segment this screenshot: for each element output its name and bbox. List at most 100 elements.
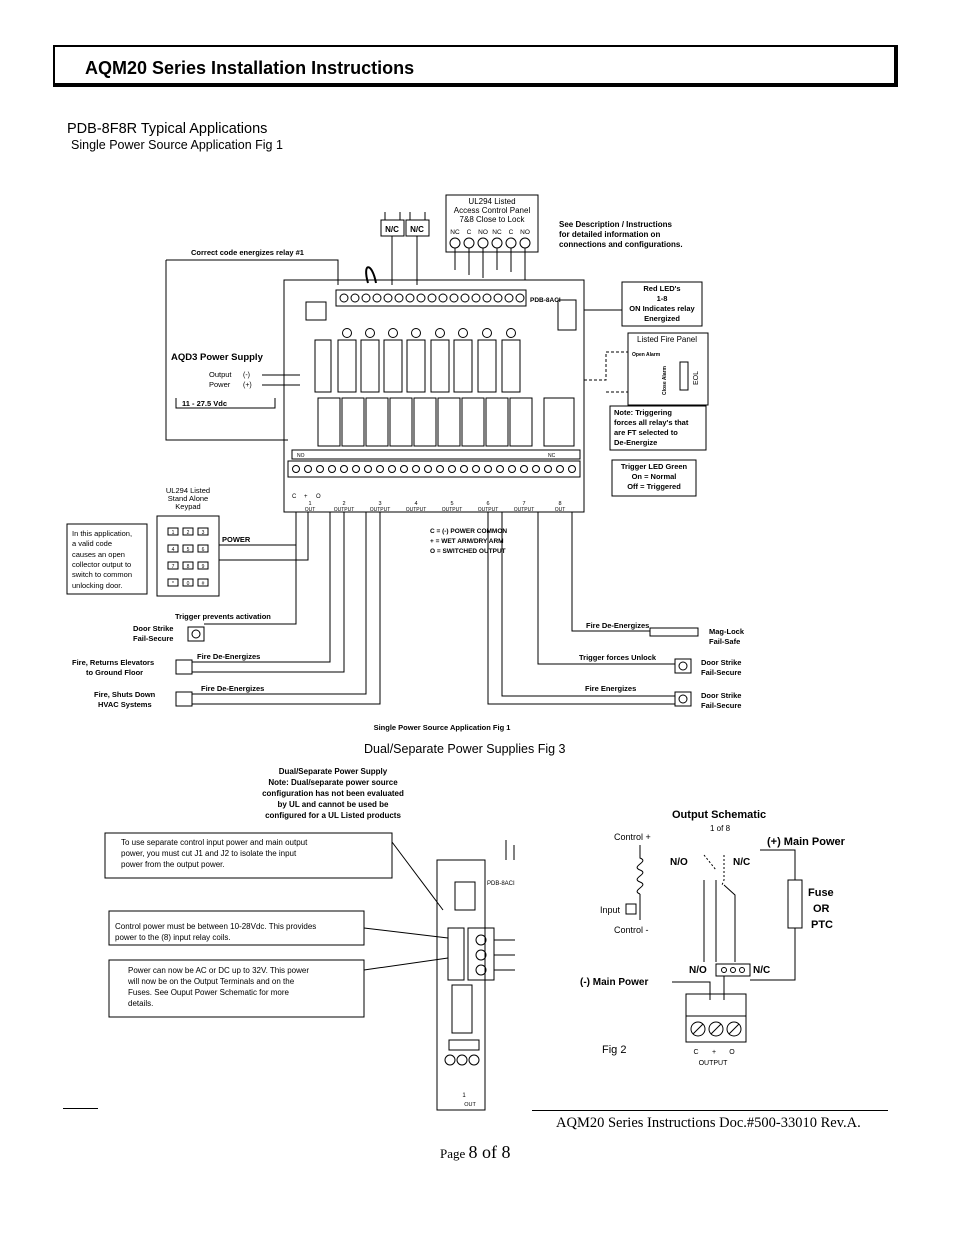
keypad-key-label: # (202, 581, 205, 587)
panel-terminal-label: NC (450, 229, 460, 236)
out-number: 1 (462, 1093, 466, 1099)
fig2-terminal-tag: O (729, 1049, 735, 1056)
trigger-led-line: Trigger LED Green (621, 462, 688, 471)
keypad-line: Keypad (175, 502, 200, 511)
terminal-tag: + (304, 494, 308, 500)
close-alarm-label: Close Alarm (662, 365, 668, 395)
note-box-1-line: power from the output power. (121, 860, 225, 869)
fuse-icon (787, 879, 803, 929)
note-box-3 (108, 959, 365, 1018)
footer-rule-left (63, 1108, 98, 1109)
keypad-key-label: 1 (172, 530, 175, 536)
keypad-key-label: 3 (202, 530, 205, 536)
app-note-line: unlocking door. (72, 581, 122, 590)
note-box-2-line: Control power must be between 10-28Vdc. … (115, 922, 316, 931)
keypad-line: UL294 Listed (166, 486, 210, 495)
see-desc-line: for detailed information on (559, 230, 660, 239)
door-strike-icon (674, 658, 692, 674)
legend-line: C = (-) POWER COMMON (430, 528, 507, 535)
trigger-forces-unlock-label: Trigger forces Unlock (579, 653, 657, 662)
output-number: 7 (522, 501, 525, 507)
dual-note-line: by UL and cannot be used be (278, 800, 390, 809)
keypad-key-label: 0 (187, 581, 190, 587)
note-box-1-line: power, you must cut J1 and J2 to isolate… (121, 849, 297, 858)
fuse-row (314, 339, 521, 393)
fuse-label: Fuse (808, 887, 834, 899)
note-box-3-line: Fuses. See Ouput Power Schematic for mor… (128, 988, 290, 997)
fig1-caption: Single Power Source Application Fig 1 (374, 723, 511, 732)
app-note-line: switch to common (72, 570, 132, 579)
fuse-label: OR (813, 903, 830, 915)
see-desc-line: connections and configurations. (559, 240, 683, 249)
red-leds-line: Red LED's (643, 284, 680, 293)
page-title: AQM20 Series Installation Instructions (85, 58, 415, 78)
door-strike-label: Door Strike (133, 624, 173, 633)
fig3-title: Dual/Separate Power Supplies Fig 3 (364, 742, 566, 756)
output-number-labels: 1 2 3 4 5 6 7 8 OUT OUTPUT OUTPUT OUTPUT… (305, 501, 566, 513)
dual-note-line: configured for a UL Listed products (265, 811, 401, 820)
note-box-3-line: Power can now be AC or DC up to 32V. Thi… (128, 966, 309, 975)
control-minus-label: Control - (614, 925, 649, 935)
door-strike-label: Fail-Secure (701, 701, 741, 710)
red-leds-line: Energized (644, 314, 680, 323)
panel-line2: Access Control Panel (454, 206, 531, 215)
fire-de-energizes-label: Fire De-Energizes (201, 684, 264, 693)
panel-line1: UL294 Listed (468, 197, 515, 206)
maglock-label: Fail-Safe (709, 637, 740, 646)
maglock-label: Mag-Lock (709, 627, 745, 636)
panel-line3: 7&8 Close to Lock (460, 215, 526, 224)
app-note-box (66, 523, 148, 595)
note-trigger-line: De-Energize (614, 438, 657, 447)
output-number: 3 (378, 501, 381, 507)
note-trigger-box (609, 405, 707, 451)
main-power-plus-label: (+) Main Power (767, 836, 846, 848)
control-plus-label: Control + (614, 832, 651, 842)
keypad-body (156, 515, 220, 597)
output-cpo-labels: C + O (292, 494, 321, 500)
no-bottom-label: N/O (689, 965, 707, 976)
output-tag: OUTPUT (406, 507, 427, 513)
red-leds-line: ON Indicates relay (629, 304, 695, 313)
door-strike-label: Door Strike (701, 691, 741, 700)
section-title: PDB-8F8R Typical Applications (67, 121, 268, 137)
output-tag: OUTPUT (478, 507, 499, 513)
relay-tag: NC (548, 453, 556, 459)
red-leds-box (621, 281, 703, 327)
fire-de-energizes-label: Fire De-Energizes (197, 652, 260, 661)
header-box: AQM20 Series Installation Instructions (53, 45, 898, 87)
fig2-output-label: OUTPUT (699, 1060, 729, 1067)
led-row (342, 328, 516, 338)
app-note-line: collector output to (72, 560, 131, 569)
page-prefix: Page (440, 1146, 469, 1161)
door-strike-label: Fail-Secure (701, 668, 741, 677)
keypad-keys: 1 2 3 4 5 6 7 8 9 * 0 # (167, 527, 209, 587)
dual-note-line: Note: Dual/separate power source (268, 778, 398, 787)
psu-output-label: Output (209, 370, 232, 379)
trigger-led-line: On = Normal (632, 472, 677, 481)
input-label: Input (600, 905, 621, 915)
door-strike-icon (674, 691, 692, 707)
note-box-3-line: will now be on the Output Terminals and … (127, 977, 295, 986)
output-number: 4 (414, 501, 417, 507)
output-tag: OUTPUT (442, 507, 463, 513)
app-note-line: a valid code (72, 539, 112, 548)
power-label: POWER (222, 535, 251, 544)
board-label: PDB-8ACI (530, 297, 561, 304)
nc-top-label: N/C (733, 857, 750, 868)
legend-line: O = SWITCHED OUTPUT (430, 548, 506, 555)
out-tag: OUT (305, 507, 316, 513)
fig2-title: Output Schematic (672, 809, 766, 821)
psu-plus: (+) (243, 382, 252, 389)
keypad-line: Stand Alone (168, 494, 208, 503)
keypad-key-label: 4 (172, 547, 175, 553)
note-box-1-line: To use separate control input power and … (121, 838, 308, 847)
panel-terminal-label: NO (520, 229, 530, 236)
keypad-key-label: 5 (187, 547, 190, 553)
relay-icon (175, 659, 193, 675)
red-leds-line: 1-8 (657, 294, 668, 303)
fire-panel-box (627, 332, 709, 406)
note-trigger-line: are FT selected to (614, 428, 678, 437)
relay-contact-block (715, 963, 751, 977)
minus-main-power-label: (-) Main Power (580, 977, 648, 988)
